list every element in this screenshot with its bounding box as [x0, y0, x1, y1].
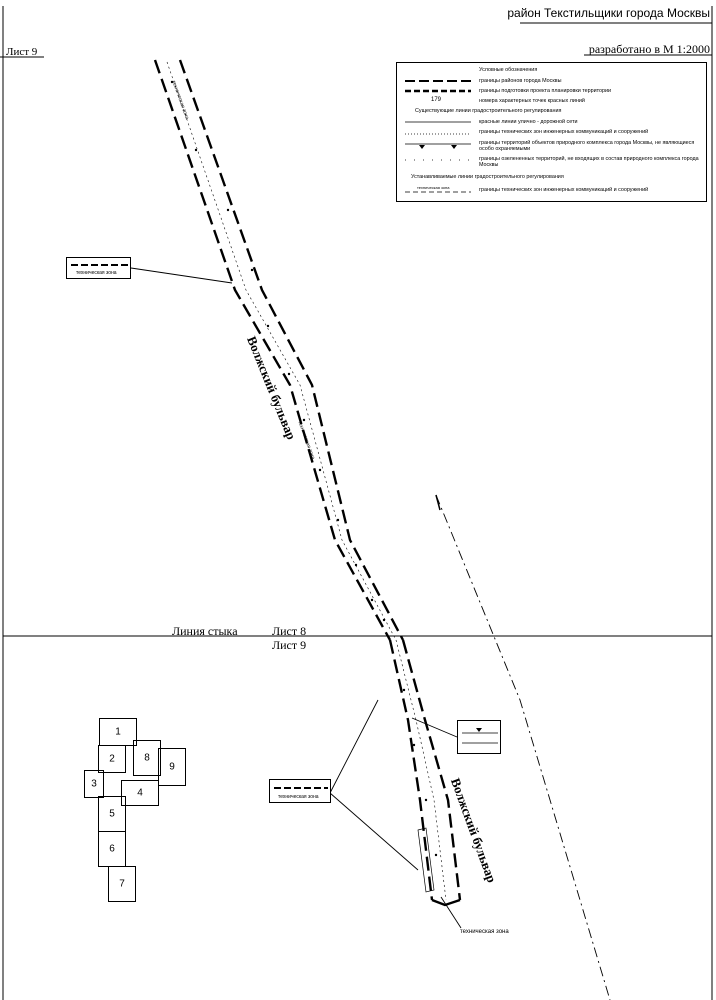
tech-zone-bottom-label: техническая зона [460, 929, 509, 935]
zone-sample-label: техническая зона [417, 185, 450, 190]
red-line-symbol [405, 121, 471, 123]
green-area-symbol [405, 159, 471, 161]
leader-right-box [411, 717, 458, 738]
district-title: район Текстильщики города Москвы [507, 6, 710, 20]
sheet-number-top: Лист 9 [6, 46, 38, 58]
legend-existing-4: границы озелененных территорий, не входя… [479, 156, 699, 168]
boundary-closure [431, 898, 461, 907]
legend-existing-1: красные линии улично - дорожной сети [479, 119, 578, 125]
joint-label: Линия стыка [172, 624, 238, 638]
leader-lower-left-b [329, 792, 419, 871]
legend-existing-3: границы территорий объектов природного к… [479, 140, 695, 152]
sheet-upper-label: Лист 8 [272, 624, 307, 638]
boundary-east [178, 59, 405, 641]
index-sheet-9: 9 [158, 748, 186, 786]
index-sheet-5: 5 [98, 796, 126, 832]
index-sheet-7: 7 [108, 866, 136, 902]
index-sheet-6: 6 [98, 831, 126, 867]
index-sheet-3: 3 [84, 770, 104, 798]
tech-zone-existing-symbol [405, 133, 471, 135]
index-sheet-4: 4 [121, 780, 159, 806]
red-line-axis-lower [395, 639, 447, 901]
tech-zone-callout-lower-label: техническая зона [278, 794, 319, 800]
nature-object-callout [457, 720, 501, 754]
legend-title: Условные обозначения [479, 67, 538, 73]
red-line-axis [166, 61, 397, 641]
leader-upper-left [130, 267, 233, 284]
tech-zone-callout-upper-label: техническая зона [76, 270, 117, 276]
legend-established-1: границы технических зон инженерных комму… [479, 187, 649, 193]
boundary-west [153, 59, 392, 641]
legend-item-2: границы подготовки проекта планировки те… [479, 88, 612, 94]
point-markers [170, 80, 438, 857]
nature-boundary [435, 494, 611, 1000]
point-number-sample: 179 [431, 97, 442, 103]
legend-box: Условные обозначения границы районов гор… [396, 62, 707, 202]
tech-zone-callout-upper: техническая зона [66, 257, 131, 279]
legend-existing-2: границы технических зон инженерных комму… [479, 129, 649, 135]
legend-item-3: номера характерных точек красных линий [479, 98, 585, 104]
nature-boundary-start [435, 494, 441, 511]
tech-zone-established-symbol [405, 191, 471, 193]
scale-label: разработано в М 1:2000 [588, 42, 710, 56]
nature-object-symbol [405, 143, 471, 149]
legend-item-1: границы районов города Москвы [479, 78, 562, 84]
index-sheet-8: 8 [133, 740, 161, 776]
sheet-lower-label: Лист 9 [272, 638, 307, 652]
leader-bottom [440, 896, 462, 929]
legend-established-title: Устанавливаемые линии градостроительного… [411, 174, 564, 180]
leader-lower-left-a [329, 699, 379, 794]
planning-boundary-symbol [405, 89, 471, 93]
index-sheet-2: 2 [98, 745, 126, 773]
tech-zone-callout-lower: техническая зона [269, 779, 331, 803]
boundary-east-lower [401, 639, 462, 901]
boundary-west-lower [388, 639, 434, 901]
legend-existing-title: Существующие линии градостроительного ре… [415, 108, 562, 114]
index-sheet-1: 1 [99, 718, 137, 746]
tech-zone-strip [417, 827, 435, 893]
district-boundary-symbol [405, 80, 471, 82]
